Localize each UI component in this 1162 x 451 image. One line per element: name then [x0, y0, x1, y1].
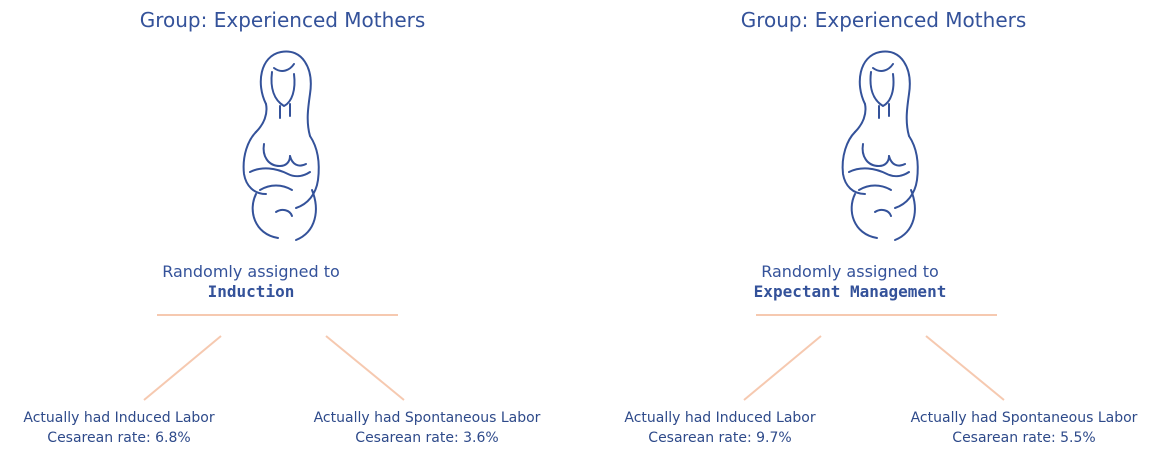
- outcome-rate: Cesarean rate: 6.8%: [47, 430, 191, 446]
- pregnant-woman-icon: [242, 50, 320, 241]
- branch-line-induced: [743, 335, 822, 401]
- outcome-label: Actually had Induced Labor: [624, 410, 816, 426]
- outcome-label: Actually had Induced Labor: [23, 410, 215, 426]
- outcome-label: Actually had Spontaneous Labor: [910, 410, 1138, 426]
- assignment-arm: Induction: [207, 282, 295, 301]
- assignment-label: Randomly assigned to Expectant Managemen…: [720, 262, 980, 302]
- outcome-spontaneous: Actually had Spontaneous Labor Cesarean …: [899, 408, 1149, 448]
- branch-line-spontaneous: [925, 335, 1005, 401]
- branch-line-spontaneous: [325, 335, 405, 401]
- outcome-rate: Cesarean rate: 9.7%: [648, 430, 792, 446]
- assignment-label: Randomly assigned to Induction: [121, 262, 381, 302]
- branch-line-induced: [143, 335, 222, 401]
- outcome-induced: Actually had Induced Labor Cesarean rate…: [0, 408, 244, 448]
- group-title: Group: Experienced Mothers: [740, 8, 1027, 32]
- outcome-rate: Cesarean rate: 5.5%: [952, 430, 1096, 446]
- group-title: Group: Experienced Mothers: [139, 8, 426, 32]
- outcome-rate: Cesarean rate: 3.6%: [355, 430, 499, 446]
- outcome-spontaneous: Actually had Spontaneous Labor Cesarean …: [302, 408, 552, 448]
- assignment-arm: Expectant Management: [753, 282, 947, 301]
- induction-panel: Group: Experienced Mothers: [0, 8, 552, 448]
- outcome-induced: Actually had Induced Labor Cesarean rate…: [595, 408, 845, 448]
- assignment-prefix: Randomly assigned to: [761, 262, 939, 281]
- expectant-management-panel: Group: Experienced Mothers Randomly assi…: [581, 0, 1162, 451]
- outcome-label: Actually had Spontaneous Labor: [313, 410, 541, 426]
- pregnant-woman-icon: [841, 50, 919, 241]
- assignment-prefix: Randomly assigned to: [162, 262, 340, 281]
